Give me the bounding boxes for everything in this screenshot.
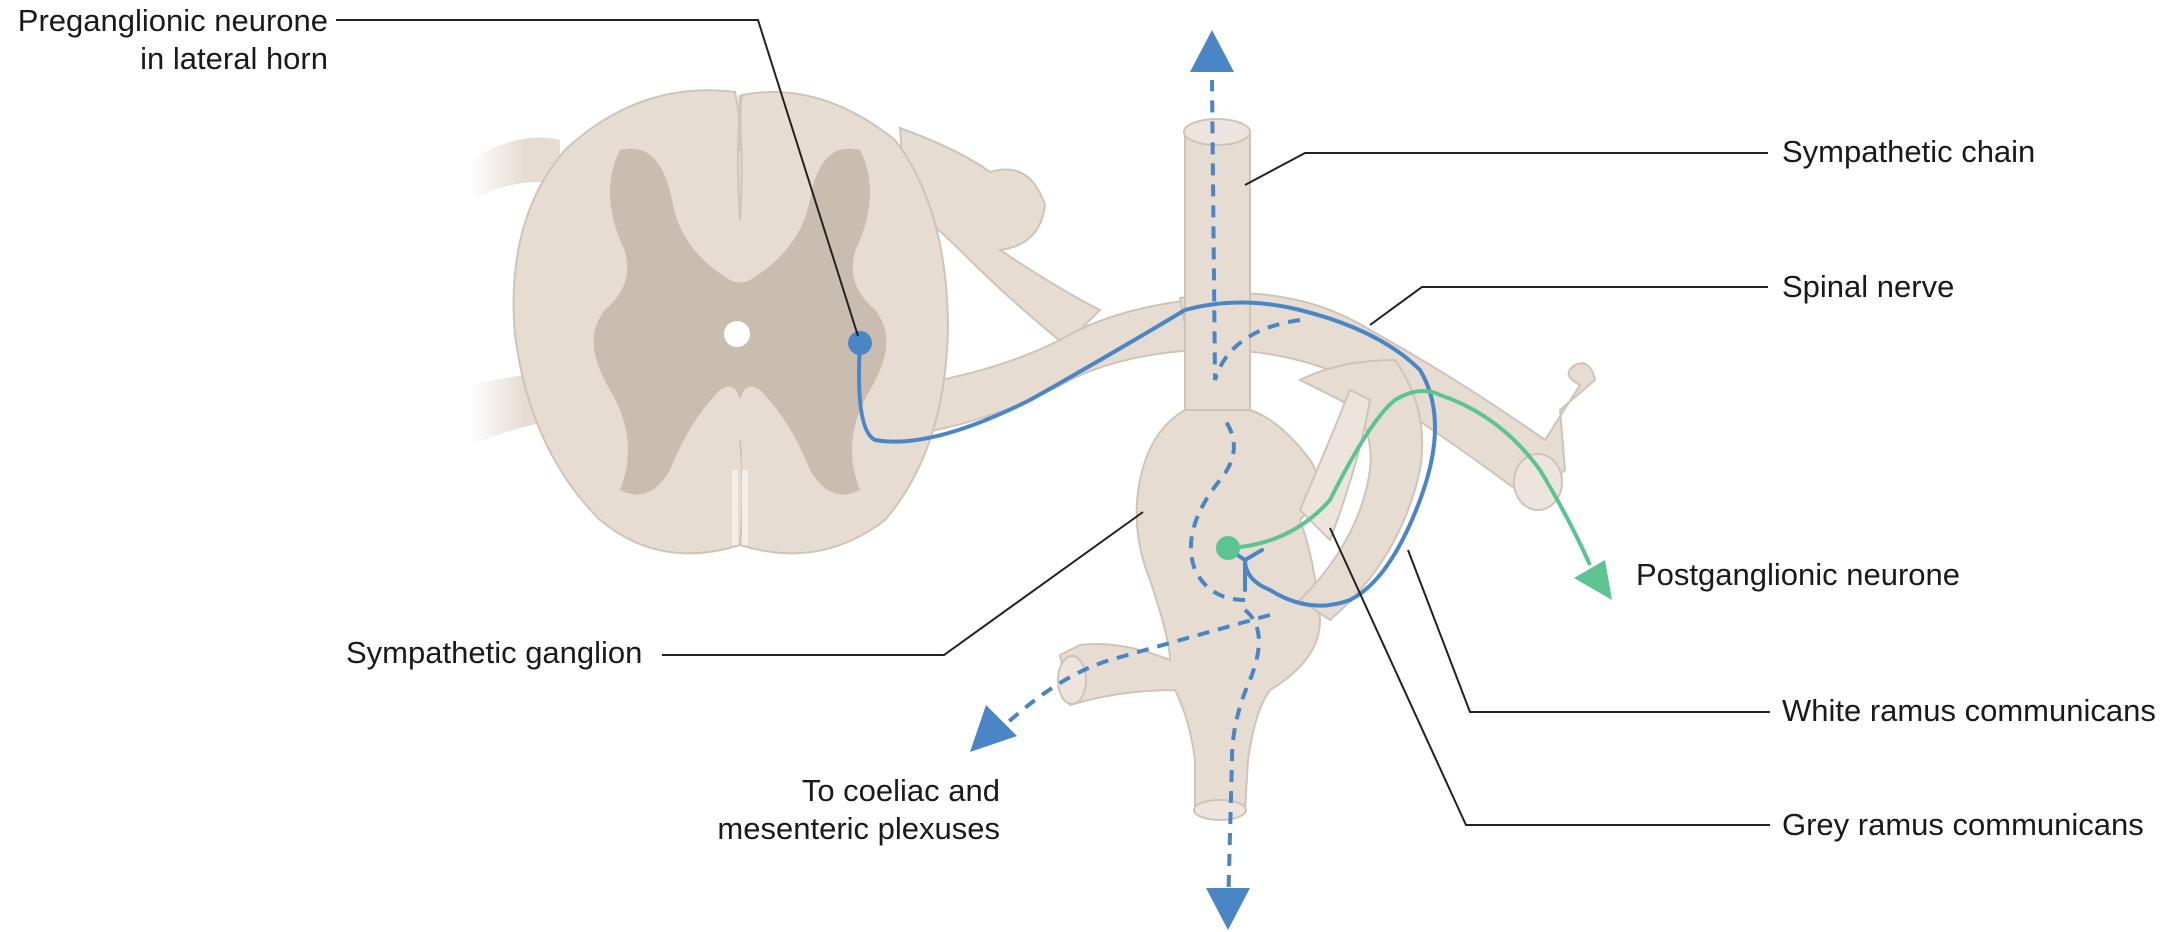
preganglionic-cell-body — [848, 331, 872, 355]
postganglionic-arrow-icon — [1574, 560, 1612, 600]
label-white-ramus-communicans: White ramus communicans — [1782, 693, 2156, 728]
leader-lines — [336, 19, 1770, 826]
leader-spinal-nerve — [1369, 286, 1768, 326]
label-spinal-nerve: Spinal nerve — [1782, 269, 1955, 304]
arrow-down-icon — [1206, 888, 1250, 930]
label-postganglionic-neurone: Postganglionic neurone — [1636, 557, 1961, 592]
leader-grey-ramus — [1329, 527, 1770, 826]
postganglionic-fiber — [1227, 389, 1592, 566]
preganglionic-splanchnic-branch — [1003, 613, 1271, 727]
leader-white-ramus — [1407, 549, 1770, 713]
ganglion-branch-cut-end — [1057, 655, 1087, 705]
label-sympathetic-ganglion: Sympathetic ganglion — [346, 635, 643, 670]
preganglionic-fiber — [857, 300, 1437, 608]
white-ramus-communicans — [1297, 358, 1424, 622]
label-preganglionic-line1: Preganglionic neurone — [17, 3, 328, 38]
label-coeliac-line1: To coeliac and — [801, 773, 1000, 808]
dorsal-root-right — [898, 126, 1102, 347]
grey-matter-commissure-gap — [732, 395, 748, 470]
label-sympathetic-chain: Sympathetic chain — [1782, 134, 2036, 169]
leader-preganglionic — [336, 19, 859, 337]
label-grey-ramus-communicans: Grey ramus communicans — [1782, 807, 2144, 842]
preganglionic-ascending-branch — [1210, 79, 1301, 381]
central-canal — [724, 321, 750, 347]
leader-sympathetic-ganglion — [662, 511, 1144, 656]
arrow-down-left-icon — [970, 705, 1017, 752]
arrow-up-icon — [1190, 30, 1234, 72]
label-coeliac-line2: mesenteric plexuses — [717, 811, 1000, 846]
grey-ramus-communicans — [1298, 388, 1372, 542]
spinal-nerve-cut-end — [1513, 453, 1563, 511]
leader-sympathetic-chain — [1244, 152, 1768, 186]
sympathetic-chain-bottom-cut — [1193, 799, 1247, 821]
label-preganglionic-neurone: Preganglionic neurone in lateral horn — [18, 2, 328, 78]
dorsal-root-left — [470, 137, 560, 200]
preganglionic-descending-branch — [1188, 418, 1261, 911]
label-preganglionic-line2: in lateral horn — [140, 41, 328, 76]
sympathetic-chain-top-cut — [1183, 118, 1251, 146]
sympathetic-ganglion-body — [1058, 409, 1322, 811]
postganglionic-cell-body — [1216, 536, 1240, 560]
label-coeliac-plexuses: To coeliac and mesenteric plexuses — [717, 772, 1000, 848]
